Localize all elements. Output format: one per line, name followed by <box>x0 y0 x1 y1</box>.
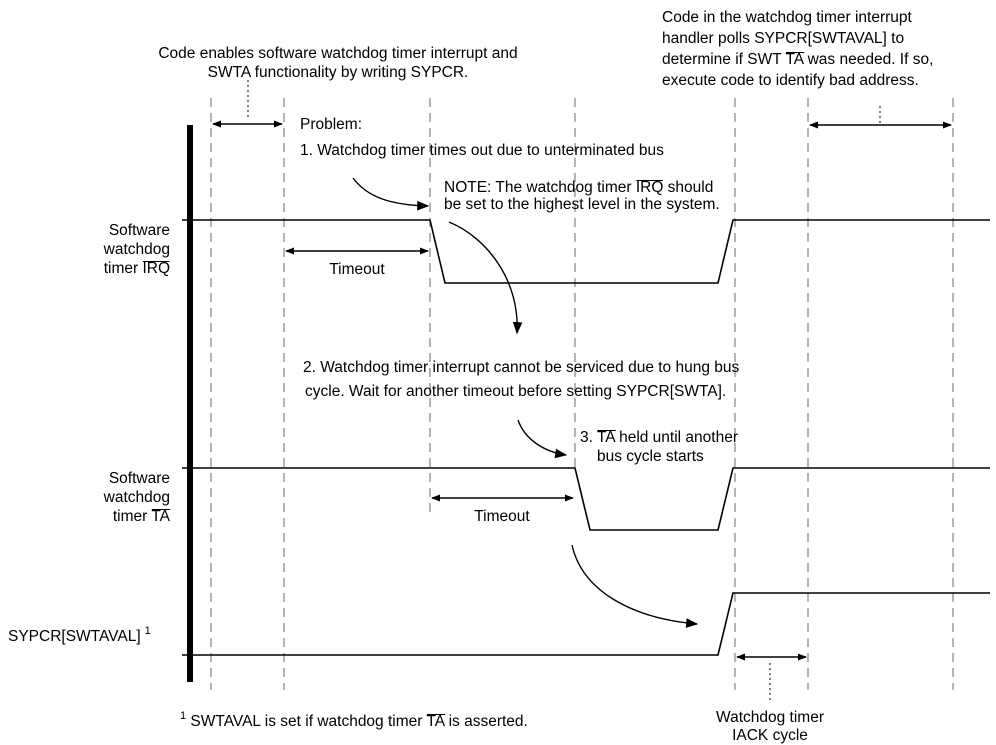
problem-step2-line2: cycle. Wait for another timeout before s… <box>305 383 726 400</box>
svg-text:Software: Software <box>109 470 170 487</box>
note-pointer-arrow <box>448 221 523 335</box>
signal-label-swtaval: SYPCR[SWTAVAL]1 <box>8 625 151 645</box>
iack-label-line1: Watchdog timer <box>716 709 824 726</box>
signal-label-ta: Software watchdog timer TA <box>103 470 171 525</box>
svg-text:watchdog: watchdog <box>103 241 170 258</box>
waveform-swtaval <box>182 592 990 656</box>
ta-overbar-text: TA <box>597 429 616 446</box>
handler-note-line2: handler polls SYPCR[SWTAVAL] to <box>662 30 904 47</box>
handler-note-line1: Code in the watchdog timer interrupt <box>662 9 913 26</box>
timeout-label-irq: Timeout <box>329 261 385 278</box>
problem-step3-line2: bus cycle starts <box>597 448 704 465</box>
problem-step3-line1: 3. TA held until another <box>580 429 738 446</box>
iack-label-line2: IACK cycle <box>732 727 808 744</box>
note-line1: NOTE: The watchdog timer IRQ should <box>444 179 713 196</box>
step1-pointer-arrow <box>352 177 430 211</box>
enable-note-line1: Code enables software watchdog timer int… <box>158 45 517 62</box>
svg-text:timer TA: timer TA <box>113 508 171 525</box>
svg-text:watchdog: watchdog <box>103 489 170 506</box>
problem-step1: 1. Watchdog timer times out due to unter… <box>300 142 664 159</box>
ta-overbar-text: TA <box>426 713 445 730</box>
step2-pointer-arrow <box>517 419 568 459</box>
pointer-arrows <box>352 177 699 628</box>
ta-overbar-text: TA <box>151 508 170 525</box>
step3-pointer-arrow <box>571 544 699 628</box>
svg-text:Software: Software <box>109 222 170 239</box>
note-line2: be set to the highest level in the syste… <box>444 196 720 213</box>
dashed-guides <box>210 98 954 690</box>
handler-note-line4: execute code to identify bad address. <box>662 72 919 89</box>
ta-overbar-text: TA <box>785 51 804 68</box>
footnote: 1 SWTAVAL is set if watchdog timer TA is… <box>180 710 528 730</box>
signal-label-irq: Software watchdog timer IRQ <box>103 222 170 277</box>
interval-arrows <box>212 120 952 661</box>
problem-step2-line1: 2. Watchdog timer interrupt cannot be se… <box>303 359 740 376</box>
waveform-irq <box>182 219 990 284</box>
problem-heading: Problem: <box>300 116 362 133</box>
svg-text:timer IRQ: timer IRQ <box>104 260 170 277</box>
handler-note-line3: determine if SWT TA was needed. If so, <box>662 51 933 68</box>
overbar-layer <box>142 51 805 716</box>
irq-overbar-text: IRQ <box>636 179 664 196</box>
dotted-leaders <box>247 80 881 700</box>
waveform-ta <box>182 467 990 531</box>
timeout-label-ta: Timeout <box>474 508 530 525</box>
enable-note-line2: SWTA functionality by writing SYPCR. <box>208 64 469 81</box>
svg-text:SYPCR[SWTAVAL]1: SYPCR[SWTAVAL]1 <box>8 625 151 645</box>
irq-overbar-text: IRQ <box>142 260 170 277</box>
